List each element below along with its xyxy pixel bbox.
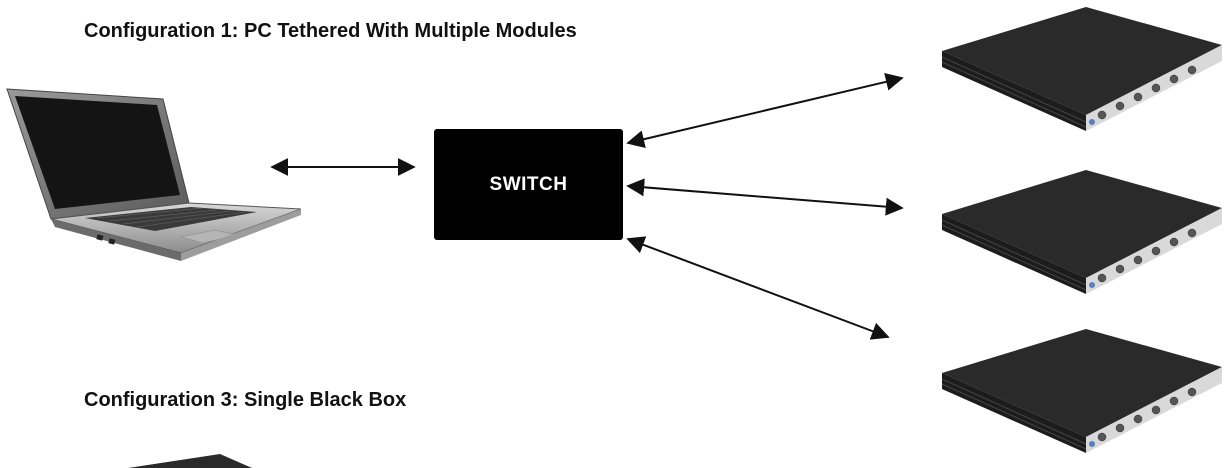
data-acquisition-module-icon xyxy=(941,329,1222,453)
data-acquisition-module-icon xyxy=(941,170,1222,294)
configuration-1-heading: Configuration 1: PC Tethered With Multip… xyxy=(84,20,577,42)
switch-module-3-arrow xyxy=(626,236,890,340)
switch-module-1-arrow xyxy=(626,72,904,149)
switch-label: SWITCH xyxy=(489,173,568,195)
configuration-3-heading: Configuration 3: Single Black Box xyxy=(84,389,407,411)
black-box-icon xyxy=(128,454,252,468)
switch-module-2-arrow xyxy=(626,178,904,216)
data-acquisition-module-icon xyxy=(941,7,1222,131)
switch-box: SWITCH xyxy=(434,129,623,240)
laptop-icon xyxy=(6,88,302,261)
